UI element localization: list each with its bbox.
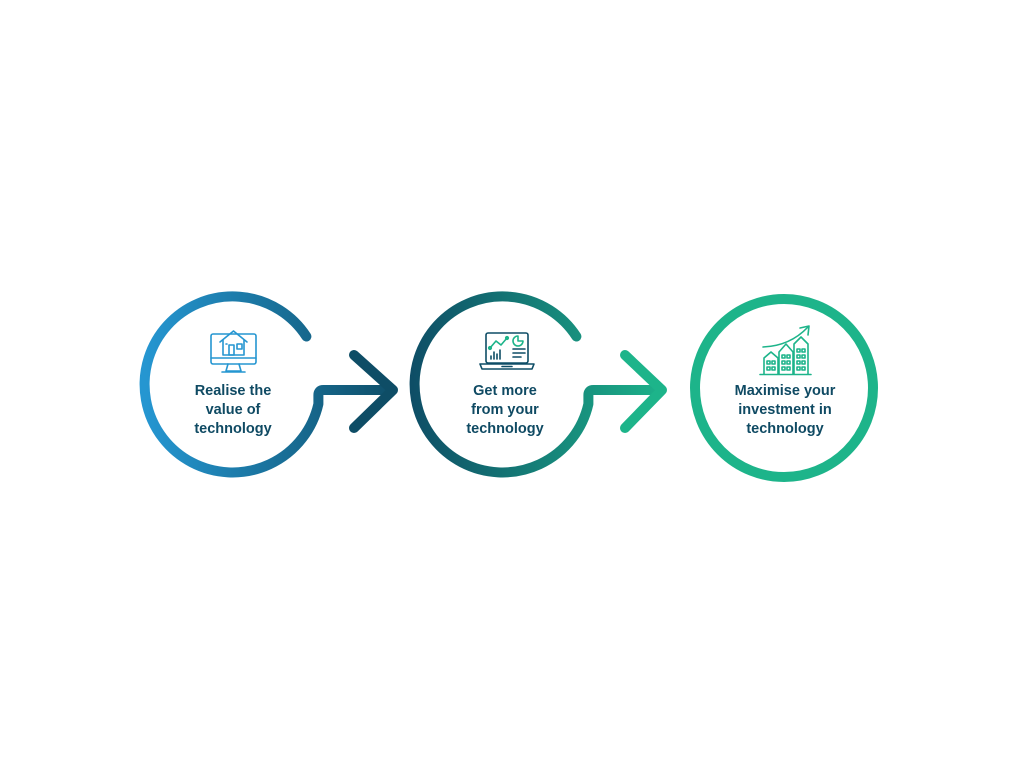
step-2-label: Get more from your technology — [430, 382, 580, 439]
step-2-line-1: Get more — [473, 383, 537, 399]
step-1-line-1: Realise the — [194, 383, 272, 399]
step-3-ring — [690, 294, 878, 482]
step-1-line-2: value of — [205, 402, 261, 418]
step-3-line-2: investment in — [738, 402, 832, 418]
step-2-line-2: from your — [471, 402, 539, 418]
step-1-arrowhead — [349, 350, 398, 433]
step-1-ring — [139, 291, 398, 478]
step-2-line-3: technology — [466, 421, 544, 437]
step-1-label: Realise the value of technology — [158, 382, 308, 439]
house-monitor-icon — [210, 330, 257, 373]
step-3-label: Maximise your investment in technology — [710, 382, 860, 439]
buildings-growth-icon — [759, 325, 812, 376]
step-2-ring — [409, 291, 667, 478]
step-1-line-3: technology — [194, 421, 272, 437]
laptop-analytics-icon — [479, 332, 535, 370]
step-3-line-3: technology — [746, 421, 824, 437]
step-2-arrowhead — [620, 350, 667, 433]
step-3-line-1: Maximise your — [734, 383, 836, 399]
